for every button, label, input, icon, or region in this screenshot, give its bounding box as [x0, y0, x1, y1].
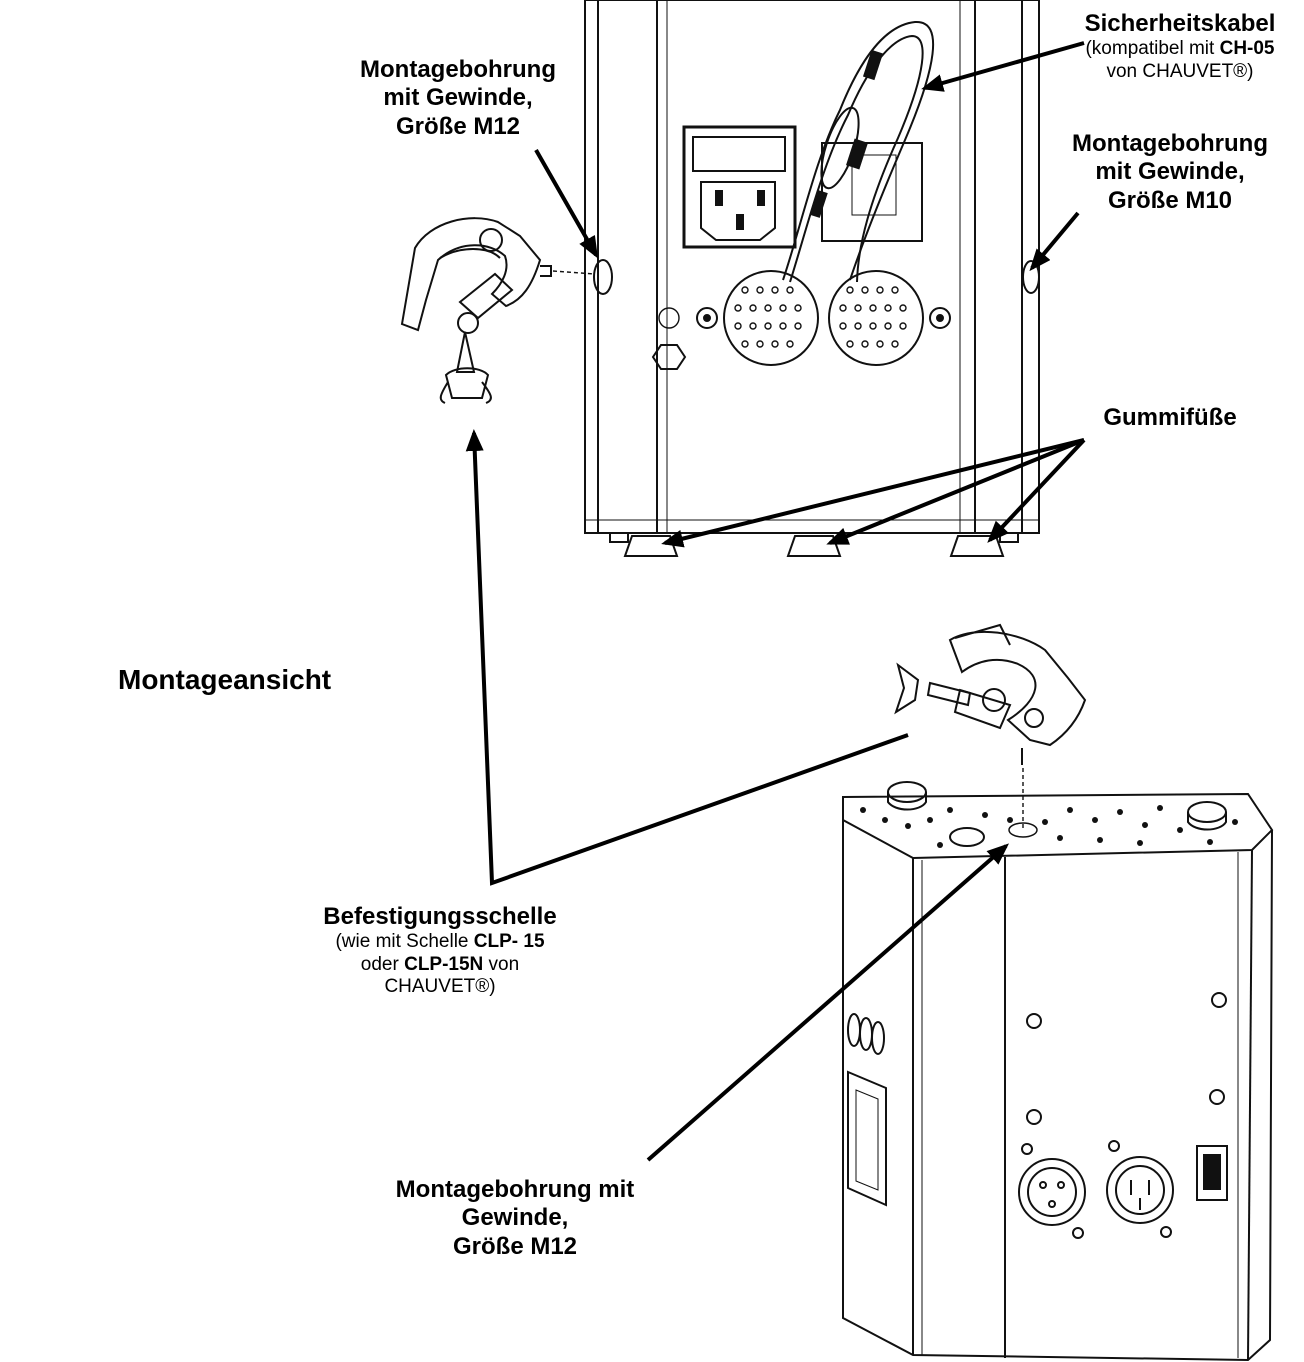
label-line: Größe M12 [395, 112, 521, 140]
label-mount-hole-m12-top: Montagebohrung mit Gewinde, Größe M12 [318, 56, 598, 141]
label-line1-bold: CLP- 15 [473, 931, 545, 953]
label-sub-bold: CH-05 [1219, 38, 1275, 60]
label-line1: (wie mit Schelle CLP- 15 [335, 931, 544, 952]
label-rubber-feet: Gummifüße [1070, 404, 1270, 432]
power-switch [1196, 1145, 1228, 1201]
label-title: Befestigungsschelle [323, 903, 557, 930]
label-line: mit Gewinde, [1095, 158, 1245, 186]
clamp-left [400, 217, 596, 404]
label-line2-prefix: oder [360, 953, 405, 975]
label-line: Montagebohrung mit [395, 1176, 635, 1203]
mount-hole-m10 [1022, 260, 1040, 294]
hex-screw [651, 344, 687, 370]
label-clamp: Befestigungsschelle (wie mit Schelle CLP… [300, 903, 580, 999]
label-sub: (kompatibel mit CH-05 [1085, 38, 1274, 59]
ground-icon [658, 307, 680, 329]
label-sub-prefix: (kompatibel mit [1085, 38, 1220, 60]
dmx-output-connector [1106, 1140, 1174, 1238]
rear-unit [584, 0, 1040, 557]
dmx-input-connector [1018, 1143, 1086, 1239]
label-line: mit Gewinde, [383, 84, 533, 112]
mount-hole-m12 [593, 259, 613, 295]
label-line3: CHAUVET®) [384, 976, 496, 998]
label-safety-cable: Sicherheitskabel (kompatibel mit CH-05 v… [1060, 10, 1300, 83]
label-line2-bold: CLP-15N [404, 953, 484, 975]
vent-grille-left [723, 270, 819, 366]
label-line: Montagebohrung [1072, 130, 1268, 157]
label-mount-hole-m10: Montagebohrung mit Gewinde, Größe M10 [1040, 130, 1300, 215]
label-line: Größe M12 [452, 1232, 578, 1260]
label-line: Montagebohrung [360, 56, 556, 83]
label-line2-suffix: von [483, 953, 520, 975]
label-mount-hole-m12-bottom: Montagebohrung mit Gewinde, Größe M12 [370, 1176, 660, 1261]
rubber-foot [623, 535, 679, 557]
safety-cable [782, 20, 935, 283]
label-line2: oder CLP-15N von [361, 954, 519, 975]
section-title: Montageansicht [118, 664, 332, 695]
power-inlet [682, 125, 797, 249]
vent-grille-right [828, 270, 924, 366]
callout-arrows [465, 41, 1086, 1162]
fuse-holder [821, 142, 923, 242]
label-line1-prefix: (wie mit Schelle [335, 931, 474, 953]
rubber-foot [949, 535, 1005, 557]
label-title: Sicherheitskabel [1084, 10, 1276, 37]
clamp-bottom [894, 623, 1087, 765]
label-line: Gewinde, [461, 1204, 569, 1232]
label-line: Größe M10 [1107, 186, 1233, 214]
label-title: Gummifüße [1103, 404, 1237, 431]
rubber-foot [786, 535, 842, 557]
label-sub-line2: von CHAUVET®) [1106, 60, 1254, 82]
front-unit [842, 768, 1274, 1362]
